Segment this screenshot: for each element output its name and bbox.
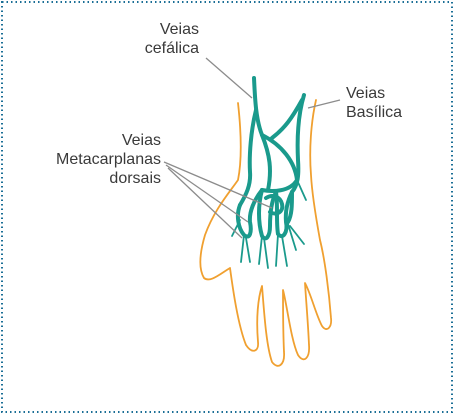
veins	[238, 78, 304, 238]
label-cephalic: Veias cefálica	[145, 20, 199, 58]
label-cephalic-line1: Veias	[145, 20, 199, 39]
cephalic-branch	[240, 110, 256, 205]
leader-line-basilic	[308, 100, 340, 108]
label-metacarpal: Veias Metacarplanas dorsais	[56, 131, 161, 188]
label-basilic-line2: Basílica	[346, 103, 402, 122]
leader-line-cephalic	[206, 58, 252, 98]
label-metacarpal-line1: Veias	[56, 131, 161, 150]
label-cephalic-line2: cefálica	[145, 39, 199, 58]
leader-line-metacarpal-2	[166, 165, 248, 222]
label-metacarpal-line3: dorsais	[56, 169, 161, 188]
label-metacarpal-line2: Metacarplanas	[56, 150, 161, 169]
label-basilic-line1: Veias	[346, 84, 402, 103]
leader-line-metacarpal-3	[168, 168, 242, 238]
label-basilic: Veias Basílica	[346, 84, 402, 122]
